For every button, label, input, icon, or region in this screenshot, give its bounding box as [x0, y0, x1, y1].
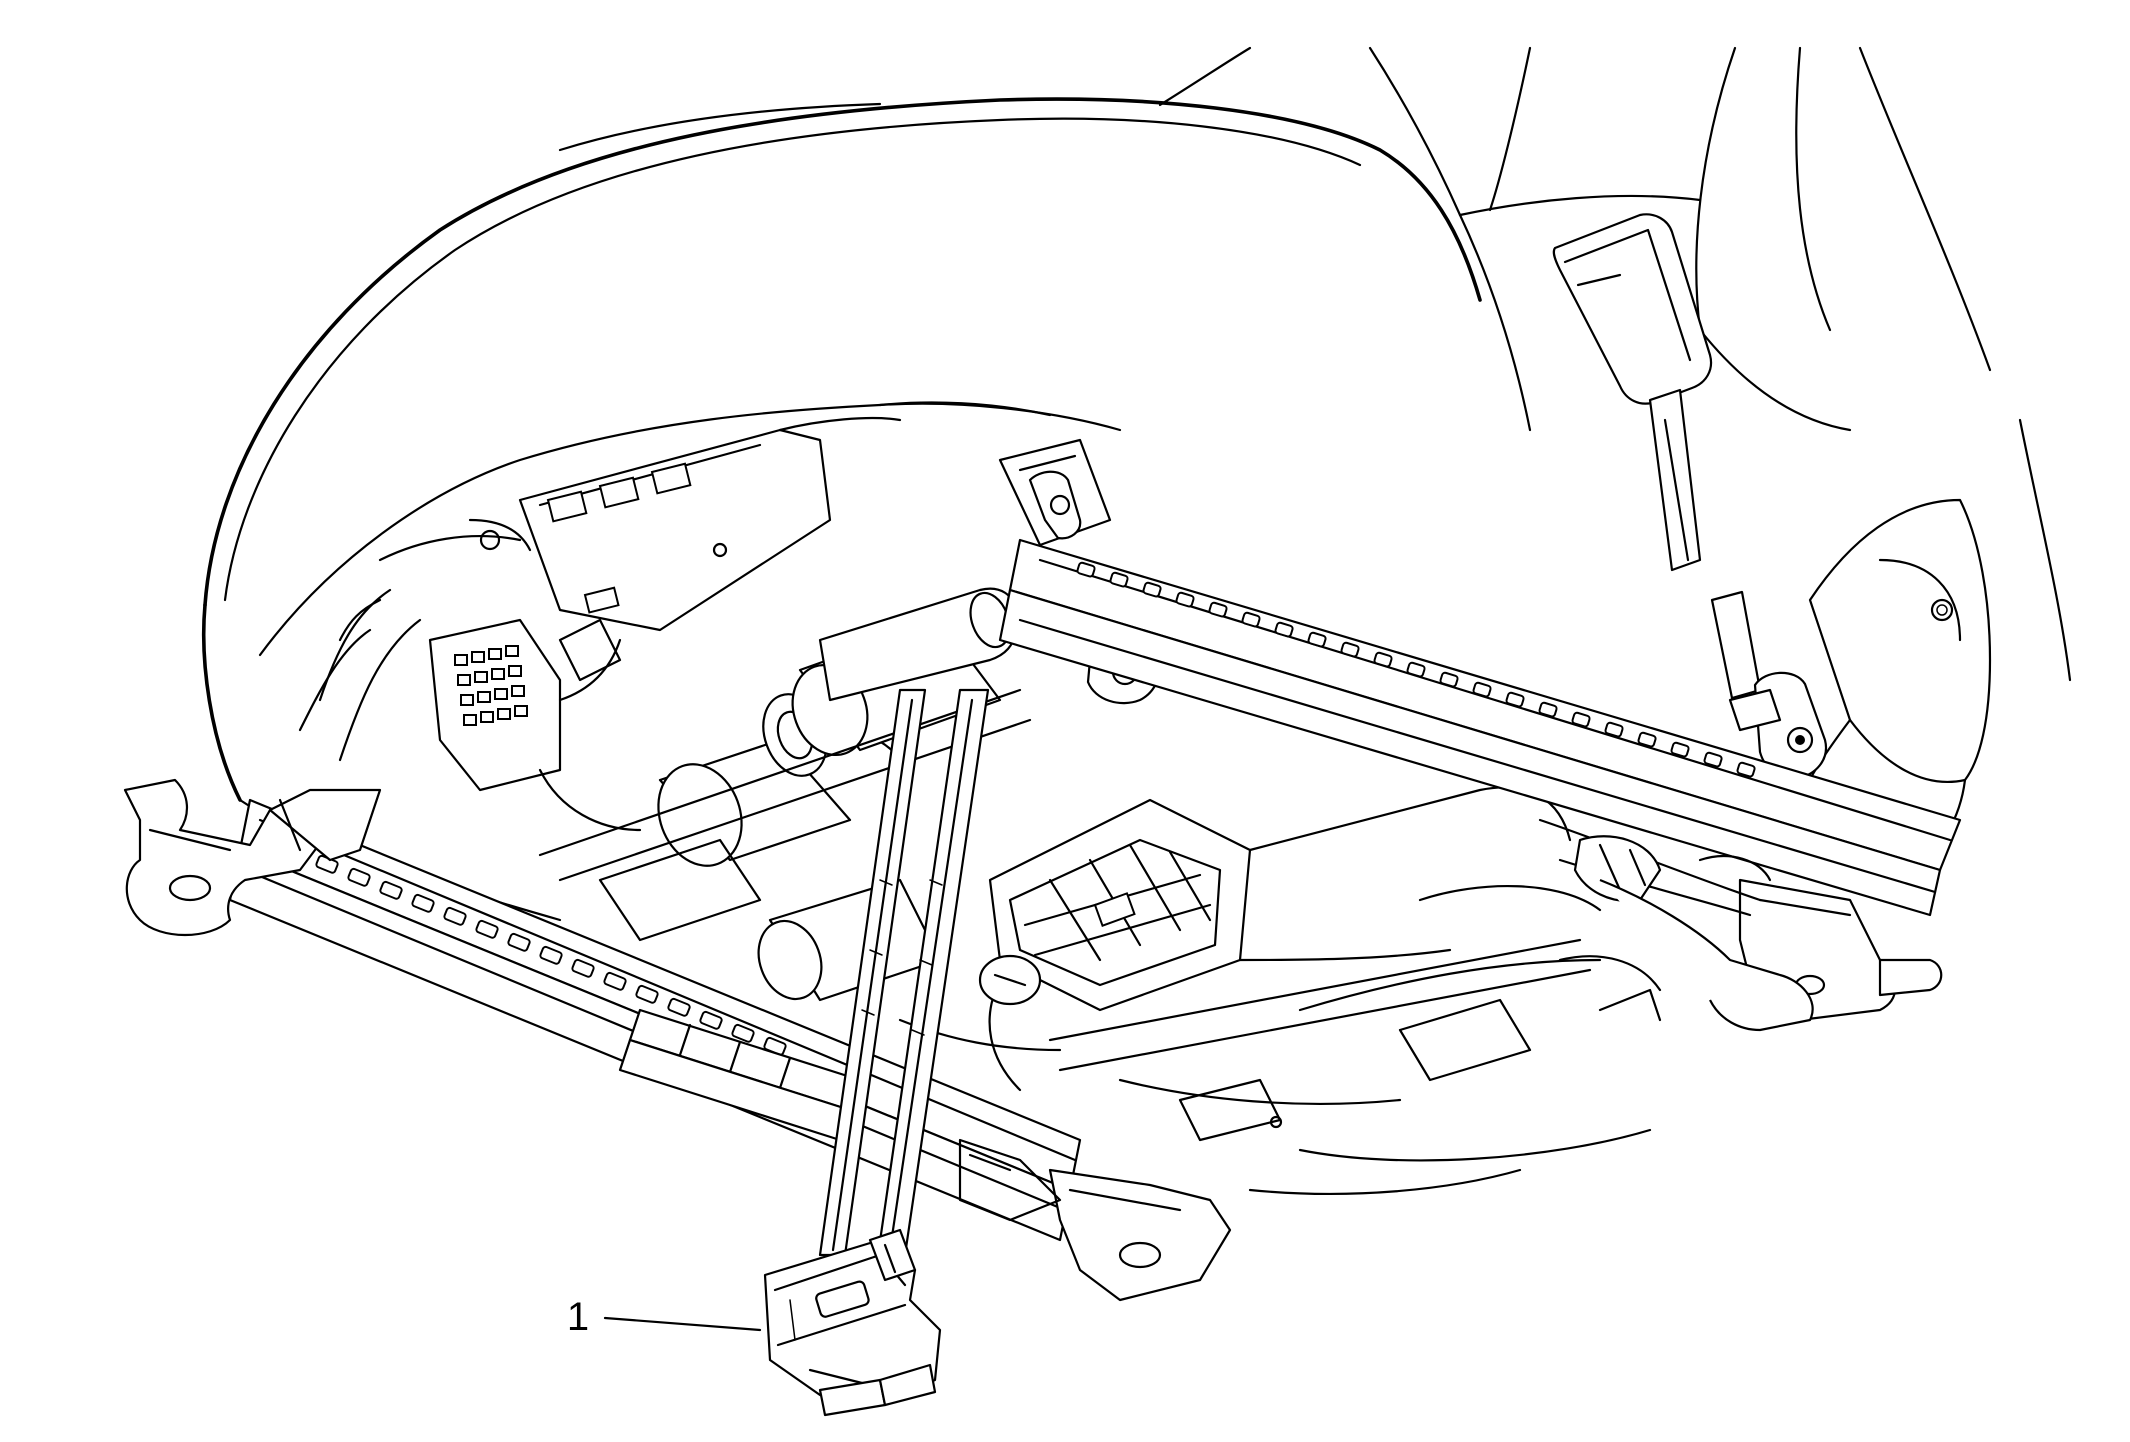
seat-back — [1158, 46, 2072, 872]
seat-wiring-and-connectors — [298, 518, 642, 832]
right-front-mounting-foot — [1599, 878, 1814, 1032]
seat-frame — [538, 688, 1662, 1195]
seat-belt-buckle — [1552, 213, 1828, 780]
seat-module-panel — [518, 416, 902, 632]
callout-1: 1 — [567, 1295, 762, 1339]
track-slots-right — [1076, 561, 1756, 778]
right-seat-track — [998, 438, 1962, 1022]
track-vent-grille — [618, 1008, 862, 1142]
seat-cushion — [202, 97, 1482, 922]
left-seat-track — [123, 778, 1232, 1302]
callout-1-leader-line — [603, 1316, 762, 1332]
callout-1-number: 1 — [567, 1295, 589, 1339]
seat-position-module-connector — [763, 1228, 942, 1417]
